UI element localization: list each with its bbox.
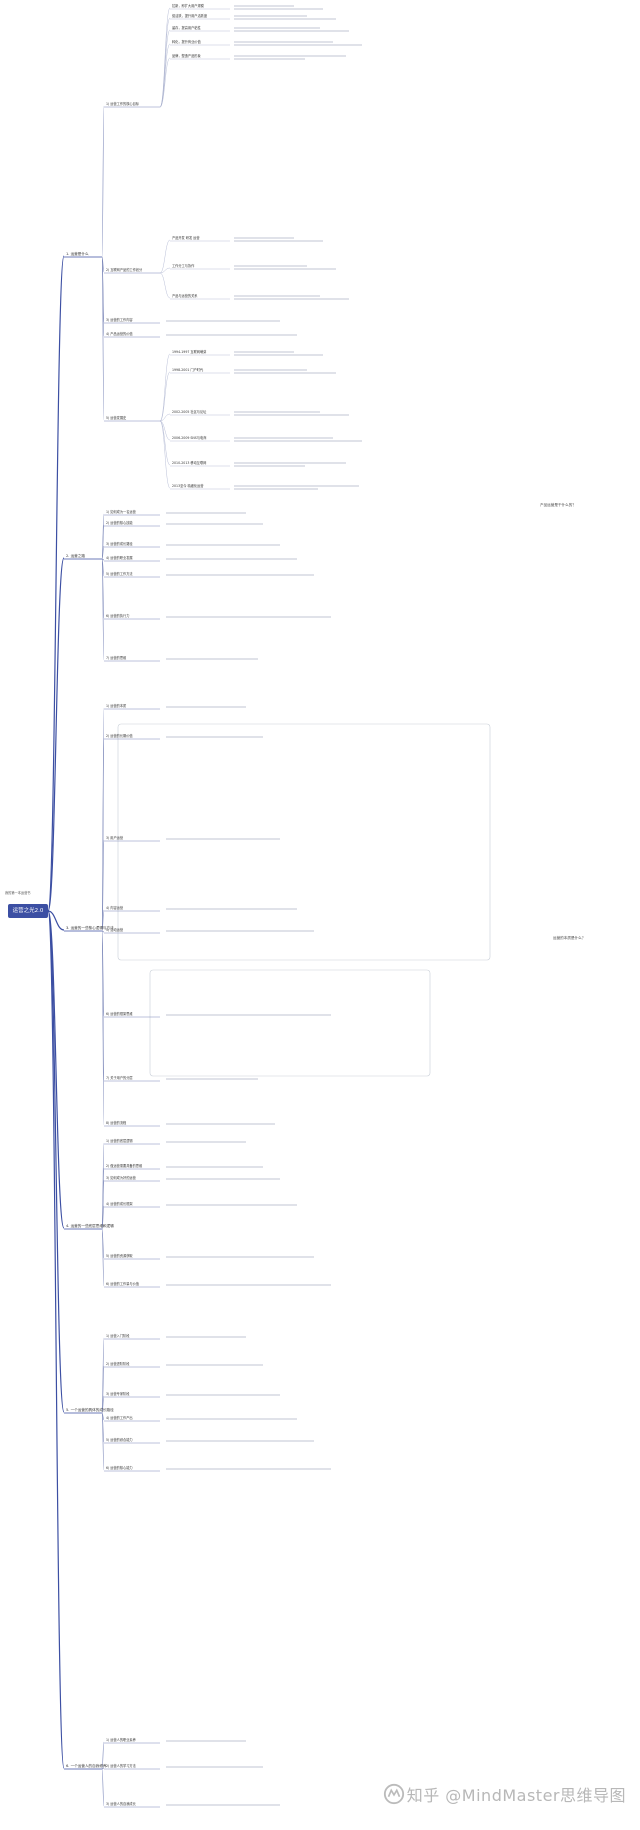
connector-line bbox=[159, 371, 171, 422]
subtopic[interactable]: 8) 运营的流程 bbox=[106, 1121, 127, 1125]
subtopic[interactable]: 1) 如何成为一名运营 bbox=[106, 510, 136, 514]
subtopic[interactable]: 5) 运营的工作方法 bbox=[106, 572, 133, 576]
leaf-topic[interactable]: 2013至今 精细化运营 bbox=[172, 484, 204, 488]
subtopic[interactable]: 5) 运营的综合能力 bbox=[106, 1438, 133, 1442]
connector-line bbox=[159, 57, 171, 108]
subtopic[interactable]: 4) 内容运营 bbox=[106, 906, 124, 910]
connector-line bbox=[47, 910, 65, 931]
branch-topic[interactable]: 6. 一个运营人的自我修养 bbox=[66, 1764, 107, 1768]
connector-line bbox=[159, 43, 171, 108]
subtopic[interactable]: 3) 用户运营 bbox=[106, 836, 124, 840]
branch-topic[interactable]: 2. 运营之路 bbox=[66, 554, 85, 558]
connector-line bbox=[159, 7, 171, 108]
connector-line bbox=[101, 930, 105, 933]
leaf-topic[interactable]: 留存，提高用户粘性 bbox=[172, 26, 201, 30]
subtopic[interactable]: 7) 关于用户的分层 bbox=[106, 1076, 133, 1080]
subtopic[interactable]: 6) 运营的框架思维 bbox=[106, 1012, 133, 1016]
subtopic[interactable]: 6) 运营的核心能力 bbox=[106, 1466, 133, 1470]
leaf-topic[interactable]: 工作分工与协作 bbox=[172, 264, 195, 268]
leaf-topic[interactable]: 产品开发 研发 运营 bbox=[172, 236, 200, 240]
connector-line bbox=[159, 29, 171, 108]
subtopic[interactable]: 4) 运营的工作产出 bbox=[106, 1416, 133, 1420]
subtopic[interactable]: 1) 运营入门阶段 bbox=[106, 1334, 130, 1338]
connector-line bbox=[101, 930, 105, 1126]
leaf-topic[interactable]: 转化，提升商业价值 bbox=[172, 40, 201, 44]
connector-line bbox=[159, 353, 171, 422]
subtopic[interactable]: 6) 运营的执行力 bbox=[106, 614, 130, 618]
connector-line bbox=[101, 909, 105, 932]
leaf-topic[interactable]: 品牌，塑造产品形象 bbox=[172, 54, 201, 58]
subtopic[interactable]: 4) 产品运营的价值 bbox=[106, 332, 133, 336]
connector-line bbox=[159, 17, 171, 108]
connector-line bbox=[101, 1228, 105, 1287]
connector-line bbox=[47, 255, 65, 912]
subtopic[interactable]: 3) 运营专家阶段 bbox=[106, 1392, 130, 1396]
watermark-text: 知乎 @MindMaster思维导图 bbox=[406, 1786, 626, 1805]
branch-topic[interactable]: 3. 运营的一些核心逻辑与方法 bbox=[66, 926, 114, 930]
subtopic[interactable]: 2) 运营进阶阶段 bbox=[106, 1362, 130, 1366]
connector-line bbox=[101, 1412, 105, 1471]
connector-line bbox=[159, 267, 171, 274]
leaf-topic[interactable]: 1994-1997 互联网萌芽 bbox=[172, 350, 207, 354]
connector-line bbox=[159, 239, 171, 274]
connector-line bbox=[159, 413, 171, 422]
leaf-topic[interactable]: 2002-2005 社区与论坛 bbox=[172, 410, 207, 414]
root-topic[interactable]: 运营之光2.0 bbox=[8, 904, 48, 918]
branch-topic[interactable]: 4. 运营的一些底层思维和逻辑 bbox=[66, 1224, 114, 1228]
connector-line bbox=[101, 1395, 105, 1414]
subtopic[interactable]: 2) 做运营需要具备的思维 bbox=[106, 1164, 143, 1168]
connector-line bbox=[47, 910, 65, 1413]
summary-frame bbox=[149, 969, 431, 1077]
subtopic[interactable]: 4) 运营的成长框架 bbox=[106, 1202, 133, 1206]
connector-line bbox=[47, 910, 65, 1229]
branch-topic[interactable]: 1. 运营是什么 bbox=[66, 252, 89, 256]
connector-line bbox=[159, 272, 171, 299]
subtopic[interactable]: 2) 互联网产品的工作划分 bbox=[106, 268, 143, 272]
subtopic[interactable]: 1) 运营的底层逻辑 bbox=[106, 1139, 133, 1143]
connector-line bbox=[101, 105, 105, 258]
subtopic[interactable]: 2) 运营人的学习方法 bbox=[106, 1764, 136, 1768]
subtopic[interactable]: 2) 运营的长期价值 bbox=[106, 734, 133, 738]
connector-line bbox=[101, 1768, 105, 1807]
leaf-topic[interactable]: 2006-2009 SNS与电商 bbox=[172, 436, 207, 440]
connector-line bbox=[159, 420, 171, 489]
connector-line bbox=[159, 420, 171, 441]
leaf-topic[interactable]: 1998-2001 门户时代 bbox=[172, 368, 204, 372]
subtopic[interactable]: 1) 运营的本质 bbox=[106, 704, 127, 708]
connector-line bbox=[101, 256, 105, 421]
subtopic[interactable]: 1) 运营人的职业素养 bbox=[106, 1738, 136, 1742]
connector-line bbox=[101, 1767, 105, 1770]
leaf-topic[interactable]: 促活跃，提升用户活跃度 bbox=[172, 14, 208, 18]
connector-line bbox=[101, 1741, 105, 1770]
leaf-topic[interactable]: 2010-2013 移动互联网 bbox=[172, 461, 207, 465]
connector-line bbox=[101, 558, 105, 661]
side-note-essence: 运营的本质是什么？ bbox=[553, 936, 586, 940]
connector-line bbox=[47, 910, 65, 1769]
mindmaster-logo-icon bbox=[383, 1783, 404, 1805]
subtopic[interactable]: 3) 运营人的自我成长 bbox=[106, 1802, 136, 1806]
connector-line bbox=[101, 545, 105, 560]
connector-line bbox=[101, 1205, 105, 1230]
watermark: 知乎 @MindMaster思维导图 bbox=[383, 1782, 626, 1806]
subtopic[interactable]: 7) 运营的思维 bbox=[106, 656, 127, 660]
connector-line bbox=[159, 420, 171, 466]
leaf-topic[interactable]: 产品与运营的关系 bbox=[172, 294, 198, 298]
subtopic[interactable]: 4) 运营的职业发展 bbox=[106, 556, 133, 560]
branch-topic[interactable]: 5. 一个运营的具体的成长路径 bbox=[66, 1408, 114, 1412]
root-parent-label: 我的第一本运营书 bbox=[5, 891, 31, 895]
subtopic[interactable]: 2) 运营的核心技能 bbox=[106, 521, 133, 525]
subtopic[interactable]: 1) 运营工作的核心目标 bbox=[106, 102, 139, 106]
subtopic[interactable]: 6) 运营的工作量与价值 bbox=[106, 1282, 139, 1286]
subtopic[interactable]: 3) 运营的工作内容 bbox=[106, 318, 133, 322]
subtopic[interactable]: 5) 运营的资源获取 bbox=[106, 1254, 133, 1258]
leaf-topic[interactable]: 拉新，即扩大用户规模 bbox=[172, 4, 204, 8]
subtopic[interactable]: 3) 如何成为好的运营 bbox=[106, 1176, 136, 1180]
connector-line bbox=[47, 557, 65, 912]
subtopic[interactable]: 5) 运营发展史 bbox=[106, 416, 127, 420]
side-note-operations: 产品运营是干什么的？ bbox=[540, 503, 576, 507]
summary-frame bbox=[117, 723, 491, 961]
subtopic[interactable]: 3) 运营的成长路径 bbox=[106, 542, 133, 546]
subtopic[interactable]: 5) 活动运营 bbox=[106, 928, 124, 932]
